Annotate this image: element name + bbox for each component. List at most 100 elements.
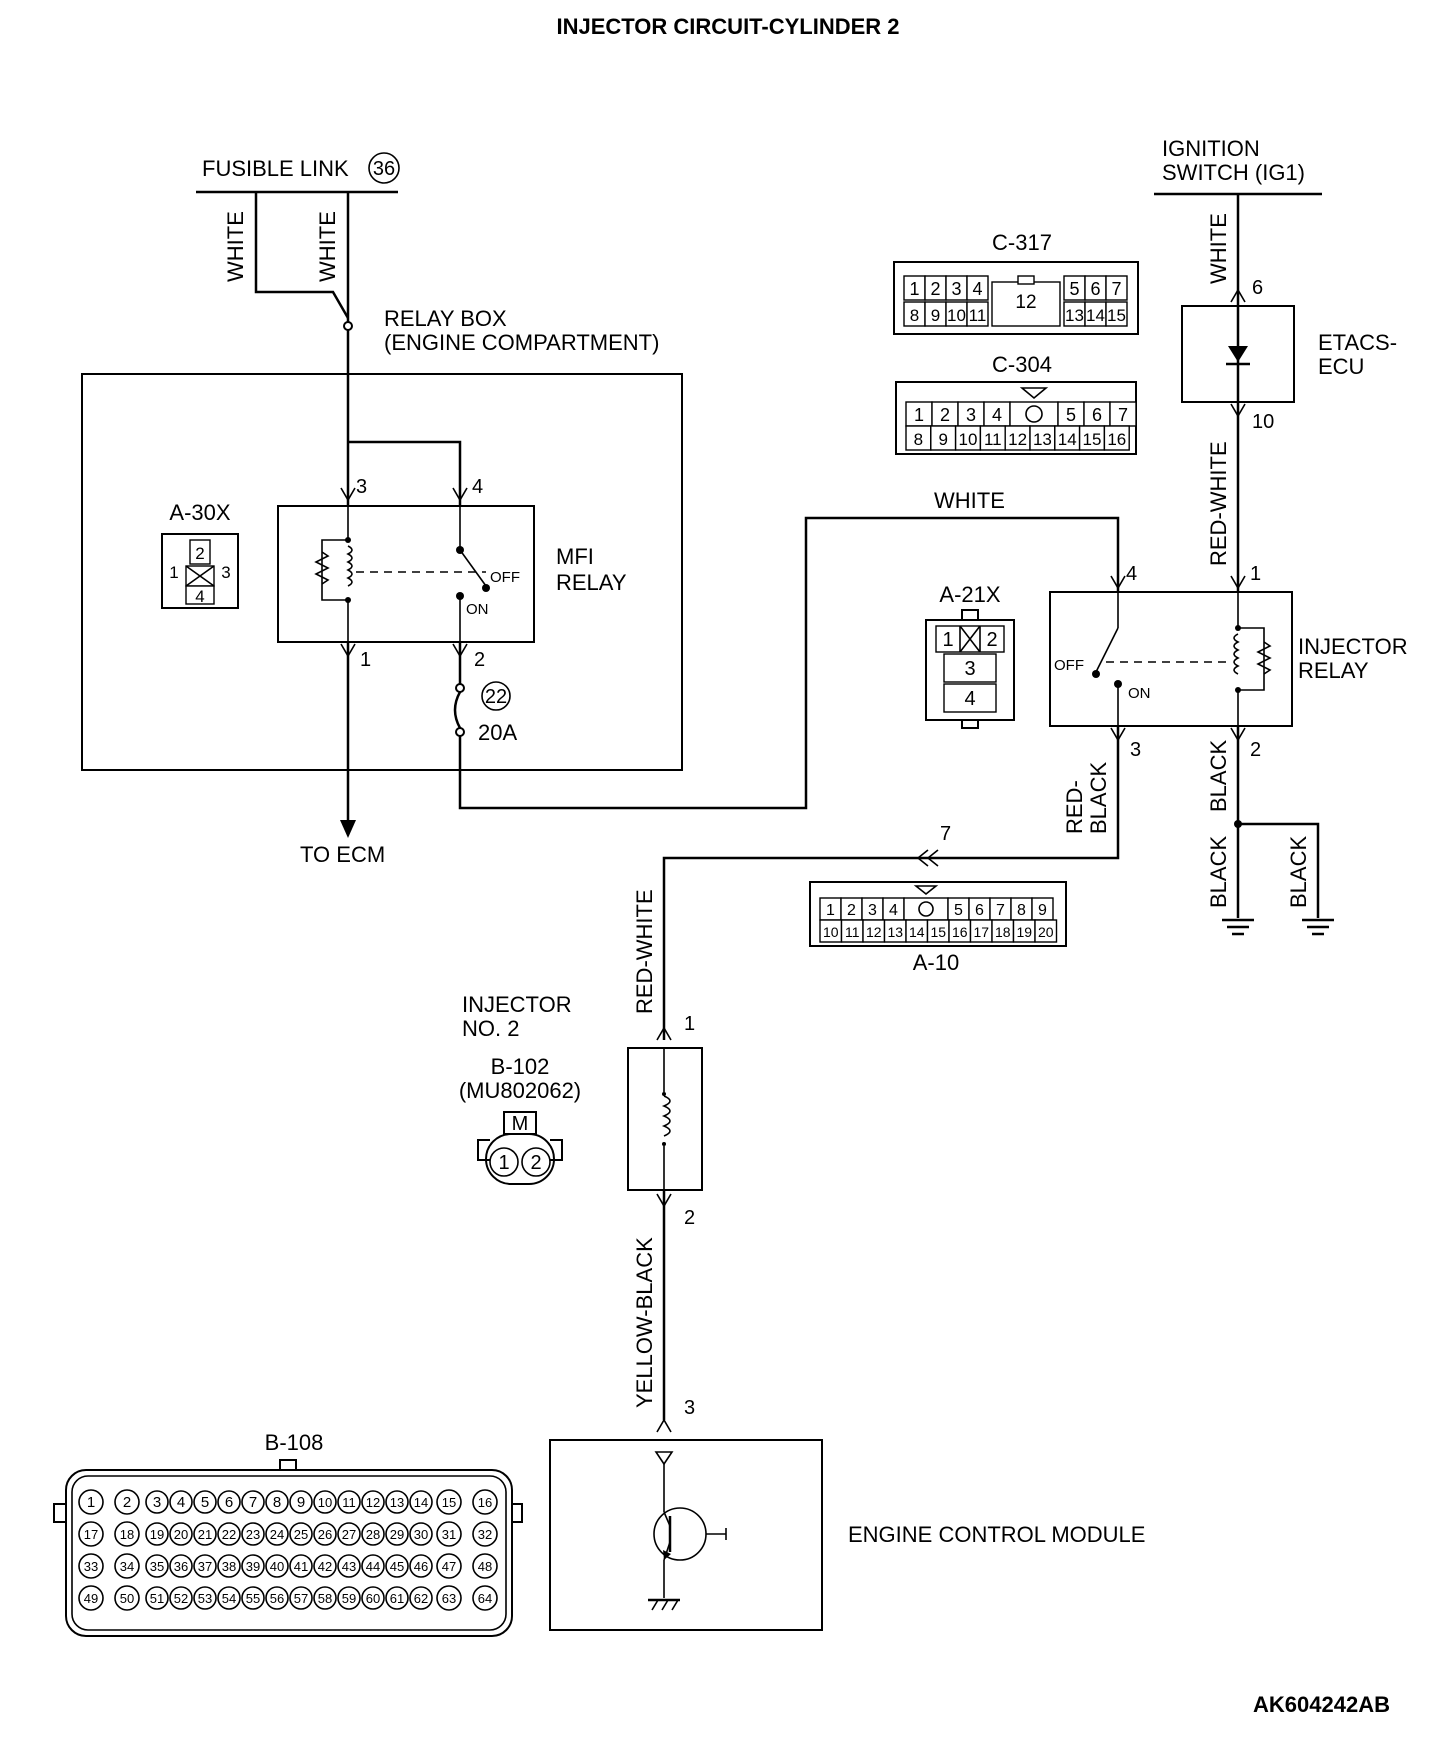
b108-pin (78, 1585, 104, 1611)
figure-id: AK604242AB (1253, 1692, 1390, 1717)
b108-pin (193, 1522, 217, 1546)
junction-pin-7: 7 (940, 823, 951, 845)
c304-row2-pin-label: 8 (914, 430, 923, 449)
splice-point (343, 321, 353, 331)
connector-a30x: A-30X 2 1 3 4 (161, 500, 239, 609)
b108-pin (241, 1586, 265, 1610)
relay-box-outline (81, 373, 683, 771)
c317-row1-pin-label: 1 (909, 279, 919, 299)
b108-pin (313, 1522, 337, 1546)
a10-row1-pin-label: 5 (954, 902, 963, 919)
c304-name: C-304 (992, 352, 1052, 377)
c304-row1-pin-label: 6 (1092, 405, 1102, 425)
b108-pin (78, 1489, 104, 1515)
injector-pin-1: 1 (684, 1013, 695, 1035)
b108-pin (145, 1586, 169, 1610)
b108-pin-label: 27 (342, 1527, 356, 1542)
b108-pin (409, 1522, 433, 1546)
b108-pin-label: 18 (120, 1527, 134, 1542)
b108-pin (337, 1586, 361, 1610)
b108-pin (313, 1586, 337, 1610)
b108-pin (289, 1522, 313, 1546)
b108-pin-label: 11 (342, 1495, 356, 1510)
b108-pin-label: 44 (366, 1559, 380, 1574)
b108-pin (409, 1554, 433, 1578)
a21x-pin-1: 1 (942, 629, 953, 651)
c304-row2-cell (930, 425, 957, 451)
a10-row2-pin-label: 16 (952, 924, 968, 940)
c304-row2-pin-label: 16 (1107, 430, 1126, 449)
inj-relay-pin-3: 3 (1130, 739, 1141, 761)
to-ecm-label: TO ECM (300, 842, 385, 867)
b108-pin (145, 1522, 169, 1546)
b108-pin-label: 64 (478, 1591, 492, 1606)
c317-row1-cell (966, 275, 989, 301)
b108-pin-label: 36 (174, 1559, 188, 1574)
fusible-link-block: FUSIBLE LINK 36 (196, 152, 400, 194)
a10-name: A-10 (913, 950, 959, 975)
c304-row1-pin-label: 3 (966, 405, 976, 425)
injector-coil (661, 1048, 671, 1190)
c304-row2-cell (1078, 425, 1106, 451)
b108-pin (193, 1554, 217, 1578)
mfi-pin-1: 1 (360, 649, 371, 671)
c304-row2-pin-label: 15 (1083, 430, 1102, 449)
b108-pin (436, 1553, 462, 1579)
b108-pin (337, 1554, 361, 1578)
b108-pin-label: 48 (478, 1559, 492, 1574)
wire-label-white-top: WHITE (934, 488, 1005, 513)
b108-pin-label: 43 (342, 1559, 356, 1574)
b108-pin-label: 5 (201, 1494, 209, 1511)
b108-pin (145, 1554, 169, 1578)
wire-label-red-white-inj: RED-WHITE (632, 889, 657, 1014)
c317-pin-12: 12 (1015, 292, 1036, 313)
b108-pin-label: 12 (366, 1495, 380, 1510)
a10-row2-pin-label: 11 (845, 924, 860, 940)
c304-row1-pin-label: 1 (914, 405, 924, 425)
b108-pin-label: 9 (297, 1494, 305, 1511)
c304-row2-cell (1103, 425, 1130, 451)
b108-pin-label: 45 (390, 1559, 404, 1574)
b108-pin-label: 53 (198, 1591, 212, 1606)
a10-row2-pin-label: 12 (866, 924, 882, 940)
a10-row1-pin-label: 2 (847, 902, 856, 919)
c317-row1-pin-label: 5 (1069, 279, 1079, 299)
b108-pin-label: 42 (318, 1559, 332, 1574)
inj-off-label: OFF (1054, 657, 1084, 674)
c317-center-cell (991, 281, 1061, 327)
ecm-box (549, 1439, 823, 1631)
b108-pin (436, 1585, 462, 1611)
c304-row2-pin-label: 10 (959, 430, 978, 449)
b108-pin (265, 1586, 289, 1610)
b108-pin (385, 1490, 409, 1514)
wire-label-white-ig: WHITE (1206, 213, 1231, 284)
b108-pin-label: 20 (174, 1527, 188, 1542)
wire-label-white-2: WHITE (315, 211, 340, 282)
injector-pin-2: 2 (684, 1207, 695, 1229)
relay-box-label-1: RELAY BOX (384, 306, 507, 331)
c304-row2-cell (954, 425, 982, 451)
b108-pin-label: 50 (120, 1591, 134, 1606)
ecm-pin-3: 3 (684, 1397, 695, 1419)
connector-a21x: A-21X 1 2 3 4 (925, 582, 1015, 729)
etacs-label-2: ECU (1318, 354, 1364, 379)
mfi-pin-4: 4 (472, 476, 483, 498)
b108-pin-label: 60 (366, 1591, 380, 1606)
wire-label-yellow-black: YELLOW-BLACK (632, 1237, 657, 1408)
etacs-pin-6: 6 (1252, 277, 1263, 299)
b108-pin-label: 33 (84, 1559, 98, 1574)
a10-row2-pin-label: 18 (995, 924, 1011, 940)
b108-pin-label: 46 (414, 1559, 428, 1574)
c304-row2-cell (1004, 425, 1031, 451)
fuse-number: 22 (485, 686, 507, 708)
b108-pin-label: 62 (414, 1591, 428, 1606)
a10-row2-pin-label: 20 (1038, 924, 1054, 940)
b108-pin-label: 10 (318, 1495, 332, 1510)
b108-pin (241, 1522, 265, 1546)
b108-pin-label: 28 (366, 1527, 380, 1542)
injector-relay-coil (1233, 592, 1272, 726)
b108-pin-label: 40 (270, 1559, 284, 1574)
a10-row1-pin-label: 4 (889, 902, 898, 919)
b108-pin-label: 54 (222, 1591, 236, 1606)
a10-row2-pin-label: 17 (973, 924, 989, 940)
